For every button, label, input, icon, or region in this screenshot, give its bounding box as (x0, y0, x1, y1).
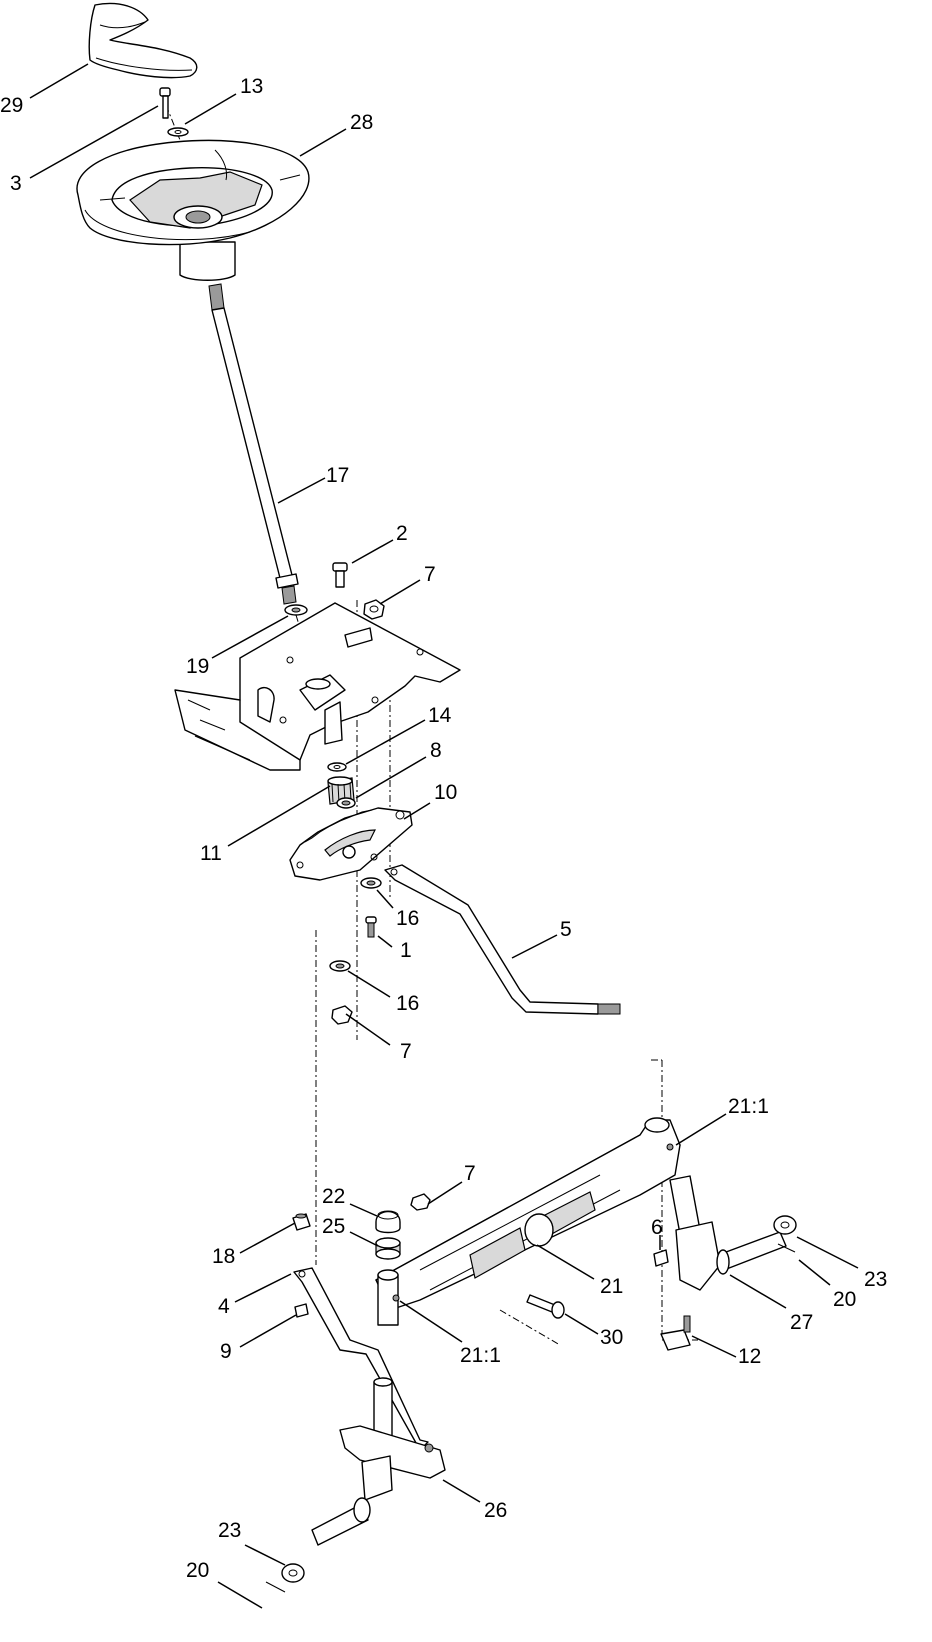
callout-30: 30 (600, 1326, 623, 1349)
bushing-18 (292, 1213, 311, 1231)
callout-23-right: 23 (864, 1268, 887, 1291)
callout-21-1-top: 21:1 (728, 1095, 769, 1118)
callout-28: 28 (350, 111, 373, 134)
callout-5: 5 (560, 918, 572, 941)
callout-21-1-bottom: 21:1 (460, 1344, 501, 1367)
washer-23-right (773, 1215, 797, 1235)
callout-19: 19 (186, 655, 209, 678)
steering-shaft (208, 283, 299, 605)
tie-rod-end-12 (660, 1315, 691, 1351)
callout-4: 4 (218, 1295, 230, 1318)
cotter-pin-20-right (777, 1243, 796, 1253)
callout-7-top: 7 (424, 563, 436, 586)
callout-25: 25 (322, 1215, 345, 1238)
steering-wheel-cap (88, 2, 198, 79)
callout-22: 22 (322, 1185, 345, 1208)
cap-screw (159, 87, 171, 119)
callout-7-axle: 7 (464, 1162, 476, 1185)
locknut-axle (410, 1193, 431, 1211)
locknut-top (363, 599, 385, 620)
bushing-16-lower (329, 960, 351, 972)
callout-6: 6 (651, 1216, 663, 1239)
callout-20-left: 20 (186, 1559, 209, 1582)
steering-arm-4 (293, 1267, 429, 1451)
callout-26: 26 (484, 1499, 507, 1522)
callout-18: 18 (212, 1245, 235, 1268)
callout-16-upper: 16 (396, 907, 419, 930)
drag-link (384, 864, 621, 1015)
callout-2: 2 (396, 522, 408, 545)
cap-22 (375, 1210, 401, 1234)
front-axle (375, 1117, 681, 1326)
bushing-8 (336, 797, 356, 809)
callout-17: 17 (326, 464, 349, 487)
callout-3: 3 (10, 172, 22, 195)
callout-7-middle: 7 (400, 1040, 412, 1063)
callout-13: 13 (240, 75, 263, 98)
callout-9: 9 (220, 1340, 232, 1363)
callout-20-right: 20 (833, 1288, 856, 1311)
callout-29: 29 (0, 94, 23, 117)
callout-27: 27 (790, 1311, 813, 1334)
washer-23-left (281, 1563, 305, 1583)
callout-8: 8 (430, 739, 442, 762)
steering-mount-plate (174, 602, 461, 771)
cotter-pin-20-left (265, 1581, 286, 1593)
right-spindle (669, 1175, 787, 1291)
leader-lines (29, 63, 859, 1609)
callout-11: 11 (200, 842, 222, 865)
washer-13 (167, 127, 189, 137)
pivot-bolt-30 (526, 1294, 565, 1319)
callout-16-lower: 16 (396, 992, 419, 1015)
bolt-2 (332, 562, 348, 588)
locknut-9 (294, 1303, 309, 1318)
steering-sector-plate (289, 807, 413, 881)
callout-labels: 29 13 28 3 17 2 7 19 14 8 10 11 16 1 5 1… (0, 75, 887, 1582)
bushing-19 (284, 604, 308, 616)
locknut-middle (331, 1005, 353, 1025)
callout-23-left: 23 (218, 1519, 241, 1542)
washer-14 (327, 762, 347, 772)
callout-10: 10 (434, 781, 457, 804)
steering-wheel (76, 139, 310, 281)
bushing-16-upper (360, 877, 382, 889)
callout-1: 1 (400, 939, 412, 962)
bushing-25 (375, 1237, 401, 1260)
callout-12: 12 (738, 1345, 761, 1368)
bolt-1 (365, 916, 377, 938)
left-spindle (311, 1377, 446, 1546)
locknut-6 (653, 1249, 669, 1267)
callout-14: 14 (428, 704, 452, 727)
callout-21: 21 (600, 1275, 623, 1298)
